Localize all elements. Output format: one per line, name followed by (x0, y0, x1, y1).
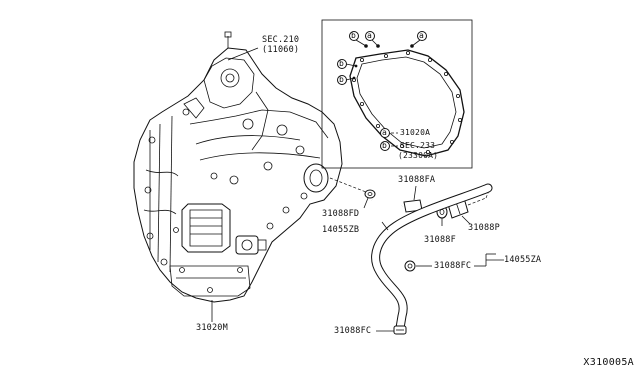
label-31088p: 31088P (468, 223, 500, 233)
label-14055za: 14055ZA (504, 255, 542, 265)
inset-marker-a-top: a (367, 31, 373, 40)
inset-marker-b-left1: b (339, 59, 345, 68)
inset-detail-box (321, 19, 473, 169)
legend-a-code: 31020A (400, 128, 431, 137)
legend-marker-a: a (382, 128, 388, 137)
diagram-id: X310005A (583, 357, 634, 368)
legend-b-line2: (23300A) (398, 151, 439, 160)
inset-marker-a-right: a (419, 31, 425, 40)
leader-sec210 (227, 47, 259, 61)
inset-marker-b-top: b (351, 31, 357, 40)
transmission-assembly (133, 31, 343, 303)
label-31088fc-upper: 31088FC (434, 261, 472, 271)
label-31088fa: 31088FA (398, 175, 436, 185)
inset-marker-b-left2: b (339, 75, 345, 84)
label-31088fc-lower: 31088FC (334, 326, 372, 336)
legend-marker-b: b (382, 141, 388, 150)
label-31088fd: 31088FD (322, 209, 360, 219)
hose-assembly (329, 177, 504, 335)
label-sec210-line2: (11060) (262, 45, 300, 55)
label-31088f: 31088F (424, 235, 456, 245)
label-sec210-line1: SEC.210 (262, 35, 300, 45)
label-31020m: 31020M (196, 323, 228, 333)
legend-b-line1: SEC.233 (400, 141, 436, 150)
label-14055zb: 14055ZB (322, 225, 360, 235)
